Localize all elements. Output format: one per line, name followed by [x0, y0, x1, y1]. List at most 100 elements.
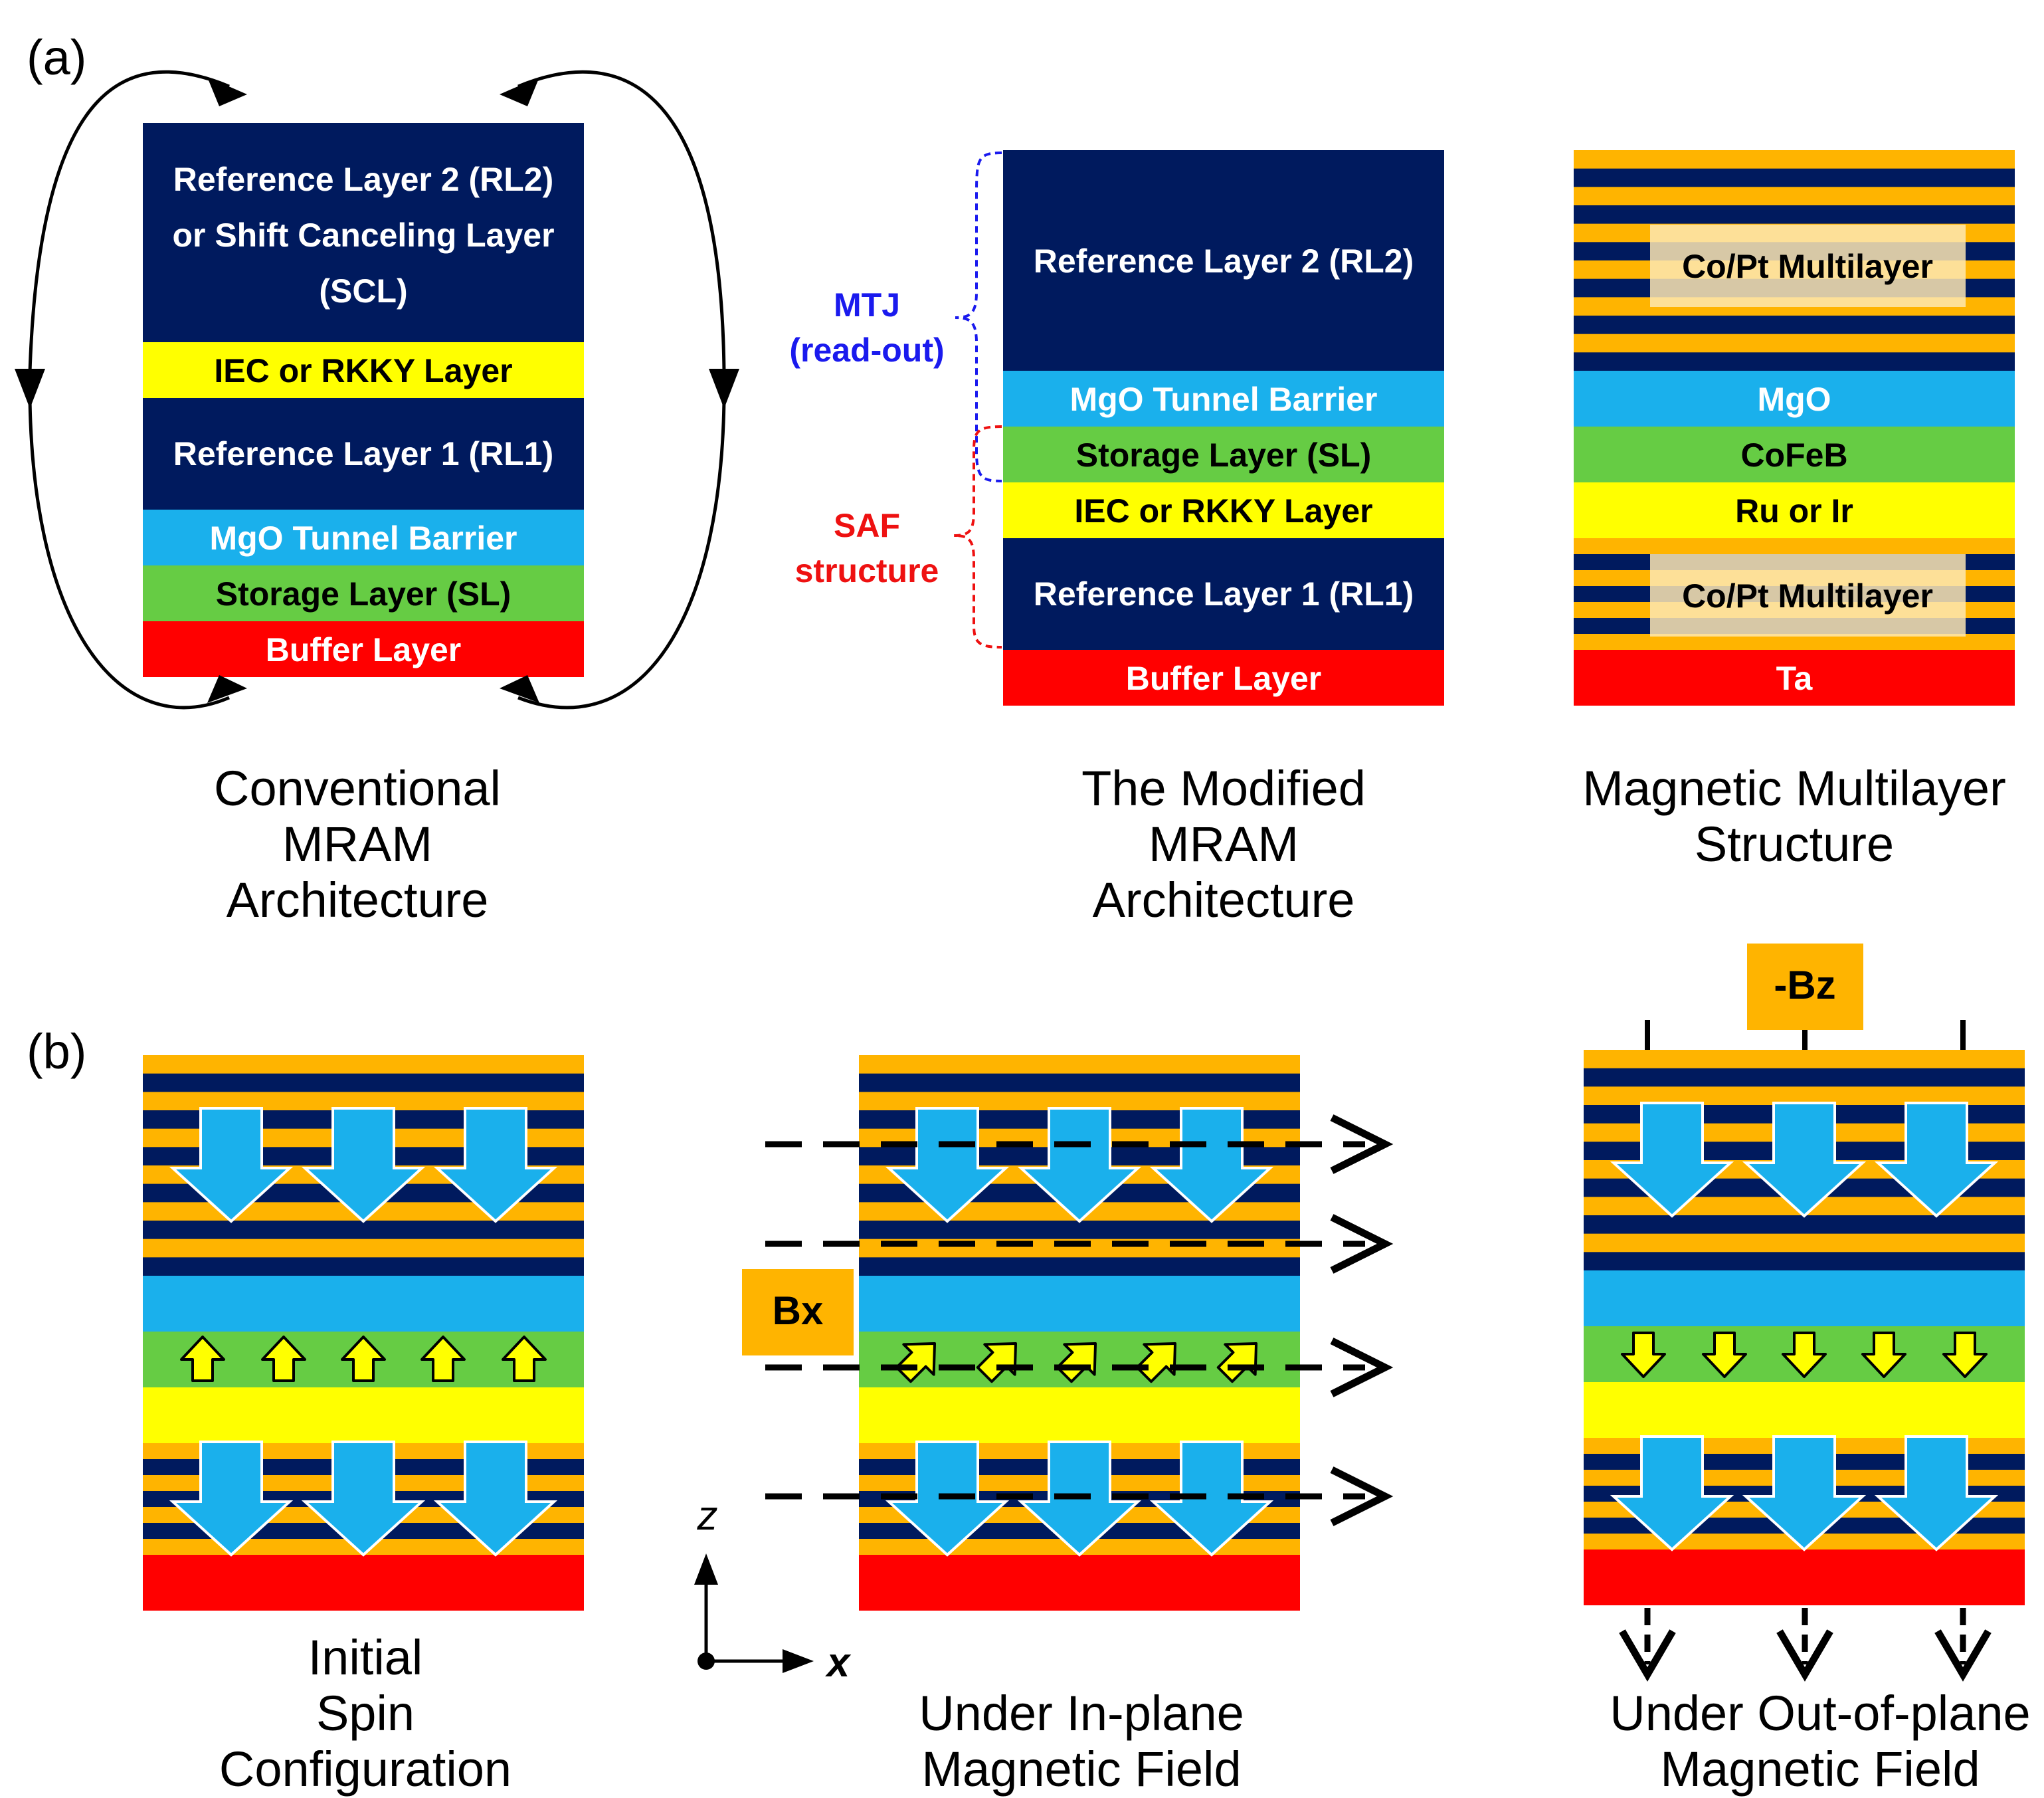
- stripe: [1574, 352, 2015, 371]
- cofeb-label: CoFeB: [1740, 437, 1847, 474]
- mod-rl2-layer: [1003, 150, 1444, 371]
- spin-arrow-small: [976, 1342, 1018, 1383]
- stripe: [1574, 205, 2015, 225]
- field-arrowhead: [1619, 1629, 1676, 1682]
- spin-arrow-down: [1874, 1435, 1999, 1551]
- conv-rl2-label-1: Reference Layer 2 (RL2): [173, 161, 553, 198]
- conv-mgo-layer: [143, 510, 584, 565]
- initial-arrows: [169, 1107, 558, 1557]
- mod-rl2-label: Reference Layer 2 (RL2): [1034, 243, 1414, 280]
- bx-label: Bx: [773, 1288, 824, 1333]
- conv-rl2-label-2: or Shift Canceling Layer: [172, 217, 554, 254]
- stripe: [1584, 1233, 2025, 1252]
- stray-field-arrowheads: [15, 77, 739, 703]
- mod-iec-label: IEC or RKKY Layer: [1074, 492, 1372, 530]
- initial-caption-2: Spin: [316, 1686, 415, 1741]
- field-arrowhead: [1330, 1338, 1394, 1397]
- spin-arrow-small: [1216, 1342, 1258, 1383]
- spin-arrow-small: [1942, 1332, 1988, 1378]
- outplane-arrows: [1610, 1102, 1999, 1551]
- mod-buffer-layer: [1003, 650, 1444, 706]
- conv-rl1-layer: [143, 398, 584, 510]
- spin-arrow-down: [169, 1107, 294, 1223]
- panel-label-a: (a): [27, 30, 86, 85]
- conv-rl2-layer: [143, 123, 584, 342]
- conv-storage-label: Storage Layer (SL): [216, 575, 511, 613]
- panel-label-b: (b): [27, 1024, 86, 1079]
- inplane-stack: Bx Under In-plane Magnetic Field: [742, 1055, 1394, 1797]
- spin-arrow-small: [1621, 1332, 1666, 1378]
- stripe: [1584, 1252, 2025, 1271]
- initial-buffer: [143, 1555, 584, 1611]
- spin-arrow-small: [261, 1336, 306, 1382]
- outplane-stack: -Bz Under Out-of-plane Magnetic Field: [1584, 944, 2031, 1797]
- stripe: [143, 1221, 584, 1240]
- inplane-caption-2: Magnetic Field: [921, 1742, 1241, 1797]
- conv-caption-3: Architecture: [227, 872, 489, 928]
- spin-arrow-down: [1017, 1107, 1142, 1223]
- spin-arrow-small: [180, 1336, 225, 1382]
- spin-arrow-down: [433, 1107, 558, 1223]
- stripe: [1574, 187, 2015, 206]
- mgo-label: MgO: [1757, 381, 1831, 418]
- stripe: [1574, 538, 2015, 555]
- spin-arrow-small: [341, 1336, 386, 1382]
- mod-caption-2: MRAM: [1149, 817, 1299, 872]
- mod-mgo-label: MgO Tunnel Barrier: [1069, 381, 1377, 418]
- ml-top-label: Co/Pt Multilayer: [1682, 248, 1933, 285]
- mtj-label-2: (read-out): [789, 332, 944, 369]
- field-arrowhead: [1330, 1114, 1394, 1174]
- spin-arrow-small: [502, 1336, 547, 1382]
- stripe: [1574, 150, 2015, 169]
- spin-arrow-down: [1610, 1435, 1734, 1551]
- inplane-buffer: [859, 1555, 1300, 1611]
- spin-arrow-down: [169, 1441, 294, 1557]
- stripe: [1574, 634, 2015, 650]
- initial-caption-1: Initial: [308, 1630, 423, 1685]
- stripe: [143, 1239, 584, 1258]
- conv-buffer-label: Buffer Layer: [266, 631, 462, 668]
- outplane-field-lines: [1619, 1020, 1992, 1682]
- stripe: [1584, 1215, 2025, 1235]
- stripe: [143, 1073, 584, 1092]
- spin-arrow-small: [895, 1342, 937, 1383]
- mod-rl1-layer: [1003, 538, 1444, 650]
- inplane-caption-1: Under In-plane: [919, 1686, 1244, 1741]
- conv-mgo-label: MgO Tunnel Barrier: [209, 520, 517, 557]
- mod-storage-label: Storage Layer (SL): [1076, 437, 1372, 474]
- mtj-label-1: MTJ: [834, 286, 900, 324]
- saf-label-1: SAF: [834, 507, 900, 544]
- bx-box: [742, 1269, 854, 1355]
- spin-arrow-down: [433, 1441, 558, 1557]
- stripe: [859, 1221, 1300, 1240]
- conv-iec-layer: [143, 342, 584, 398]
- ru-label: Ru or Ir: [1735, 492, 1853, 530]
- spin-arrow-down: [1742, 1102, 1867, 1218]
- mod-caption-1: The Modified: [1081, 761, 1366, 816]
- spin-arrow-small: [420, 1336, 466, 1382]
- initial-stack: Initial Spin Configuration: [143, 1055, 584, 1797]
- mod-storage-layer: [1003, 427, 1444, 482]
- stripe: [143, 1257, 584, 1276]
- axes: z x: [694, 1493, 852, 1686]
- spin-arrow-down: [1874, 1102, 1999, 1218]
- stripe: [1574, 316, 2015, 335]
- spin-arrow-down: [1610, 1102, 1734, 1218]
- spin-arrow-down: [301, 1441, 426, 1557]
- bz-label: -Bz: [1774, 963, 1835, 1007]
- initial-mgo: [143, 1276, 584, 1332]
- inplane-spacer: [859, 1387, 1300, 1443]
- ml-caption-2: Structure: [1695, 817, 1894, 872]
- mod-mgo-layer: [1003, 371, 1444, 427]
- ta-layer: [1574, 650, 2015, 706]
- stripe: [1574, 168, 2015, 187]
- initial-spacer: [143, 1387, 584, 1443]
- outplane-mgo: [1584, 1270, 2025, 1326]
- spin-arrow-down: [1149, 1441, 1274, 1557]
- ml-caption-1: Magnetic Multilayer: [1582, 761, 2005, 816]
- spin-arrow-down: [301, 1107, 426, 1223]
- axis-z-label: z: [697, 1493, 718, 1539]
- mod-caption-3: Architecture: [1093, 872, 1355, 928]
- cofeb-layer: [1574, 427, 2015, 482]
